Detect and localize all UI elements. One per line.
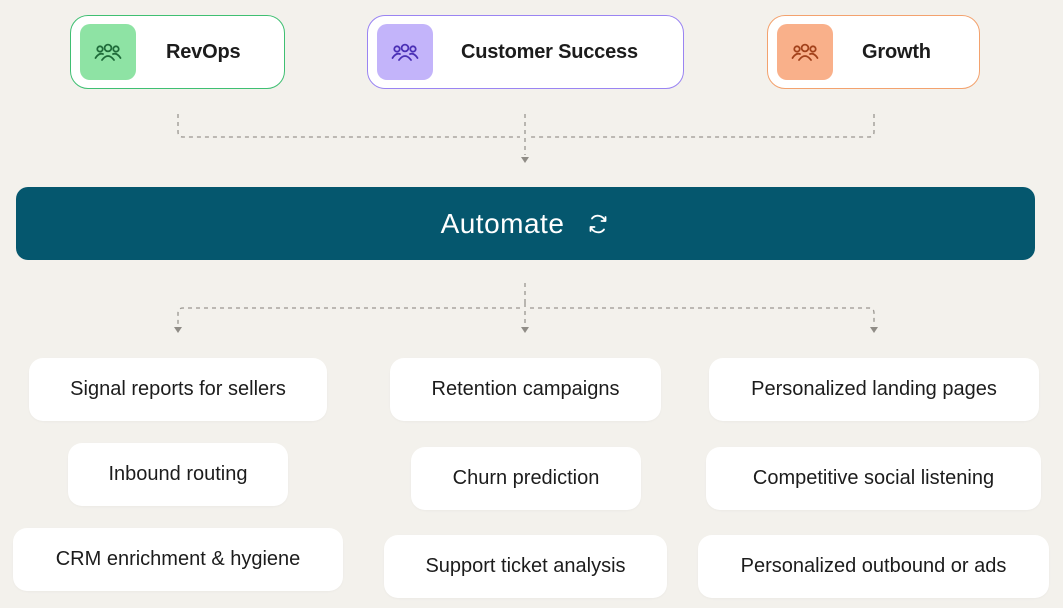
arrowhead-to-cs-tasks — [521, 327, 529, 333]
task-personalized-outbound[interactable]: Personalized outbound or ads — [698, 535, 1049, 598]
team-label-customer-success: Customer Success — [461, 40, 638, 63]
task-churn-prediction[interactable]: Churn prediction — [411, 447, 641, 510]
task-inbound-routing[interactable]: Inbound routing — [68, 443, 288, 506]
arrowhead-to-hub — [521, 157, 529, 163]
team-icon-box-revops — [80, 24, 136, 80]
automate-hub[interactable]: Automate — [16, 187, 1035, 260]
task-crm-enrichment[interactable]: CRM enrichment & hygiene — [13, 528, 343, 591]
team-card-customer-success[interactable]: Customer Success — [367, 15, 684, 89]
team-icon — [791, 43, 819, 61]
team-icon — [94, 43, 122, 61]
connector-hub-to-growth — [530, 307, 875, 326]
team-icon-box-customer-success — [377, 24, 433, 80]
arrowhead-to-growth-tasks — [870, 327, 878, 333]
automate-label: Automate — [440, 207, 565, 239]
task-support-ticket-analysis[interactable]: Support ticket analysis — [384, 535, 667, 598]
team-card-growth[interactable]: Growth — [767, 15, 980, 89]
connector-growth-to-hub — [530, 114, 875, 138]
team-icon-box-growth — [777, 24, 833, 80]
task-personalized-landing-pages[interactable]: Personalized landing pages — [709, 358, 1039, 421]
task-competitive-social-listening[interactable]: Competitive social listening — [706, 447, 1041, 510]
team-label-growth: Growth — [862, 40, 931, 63]
arrowhead-to-revops-tasks — [174, 327, 182, 333]
sync-icon — [586, 212, 610, 236]
team-card-revops[interactable]: RevOps — [70, 15, 285, 89]
team-label-revops: RevOps — [166, 40, 241, 63]
task-retention-campaigns[interactable]: Retention campaigns — [390, 358, 661, 421]
team-icon — [391, 43, 419, 61]
task-signal-reports[interactable]: Signal reports for sellers — [29, 358, 327, 421]
connector-revops-to-hub — [177, 114, 520, 138]
connector-hub-to-revops — [177, 307, 520, 326]
